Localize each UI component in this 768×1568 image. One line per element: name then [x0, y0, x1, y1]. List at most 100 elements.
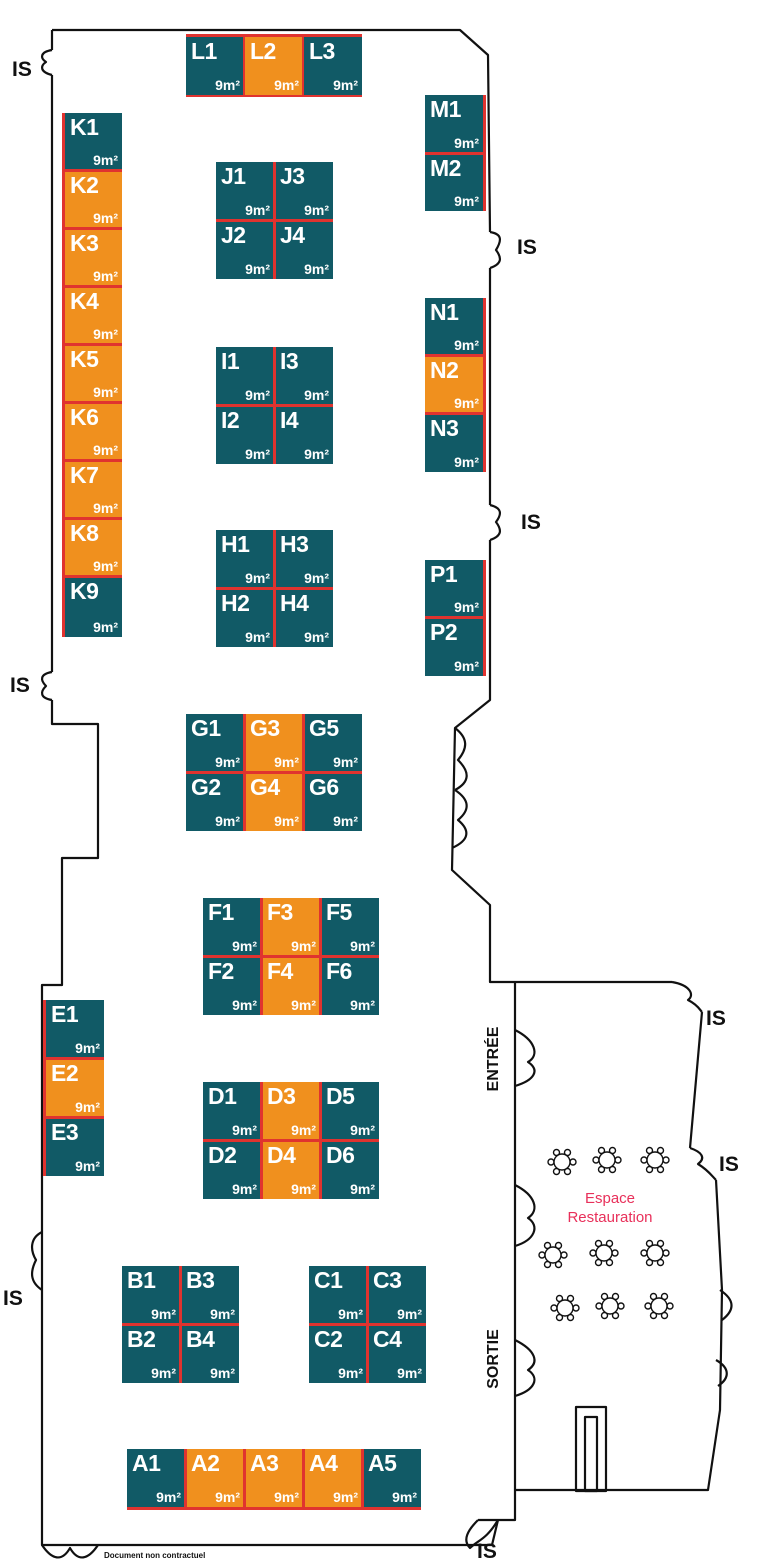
- booth-id: L3: [309, 38, 335, 64]
- booth-id: K9: [70, 578, 99, 604]
- booth-id: G2: [191, 774, 221, 800]
- booth-area: 9m²: [93, 326, 118, 342]
- booth-area: 9m²: [304, 261, 329, 277]
- is-door-6: [689, 1146, 717, 1181]
- booth-divider: [46, 1116, 104, 1119]
- booth-area: 9m²: [232, 1181, 257, 1197]
- booth-id: N1: [430, 299, 459, 325]
- is-door-3: [489, 503, 502, 542]
- table-icon: [538, 1241, 568, 1269]
- booth-area: 9m²: [291, 997, 316, 1013]
- booth-id: K6: [70, 404, 99, 430]
- booth-id: K2: [70, 172, 99, 198]
- booth-area: 9m²: [215, 754, 240, 770]
- booth-area: 9m²: [454, 599, 479, 615]
- booth-area: 9m²: [304, 202, 329, 218]
- booth-area: 9m²: [397, 1365, 422, 1381]
- booth-id: D4: [267, 1142, 296, 1168]
- is-door-5: [671, 980, 703, 1013]
- booth-id: M2: [430, 155, 461, 181]
- booth-divider: [186, 95, 362, 97]
- booth-area: 9m²: [304, 446, 329, 462]
- booth-divider: [302, 37, 304, 95]
- booth-divider: [319, 1082, 322, 1199]
- booth-area: 9m²: [75, 1158, 100, 1174]
- booth-id: H1: [221, 531, 250, 557]
- booth-id: D1: [208, 1083, 237, 1109]
- booth-divider: [127, 1507, 421, 1510]
- booth-area: 9m²: [156, 1489, 181, 1505]
- booth-divider: [65, 459, 122, 462]
- booth-area: 9m²: [304, 629, 329, 645]
- booth-id: B3: [186, 1267, 215, 1293]
- booth-area: 9m²: [93, 558, 118, 574]
- booth-id: J2: [221, 222, 246, 248]
